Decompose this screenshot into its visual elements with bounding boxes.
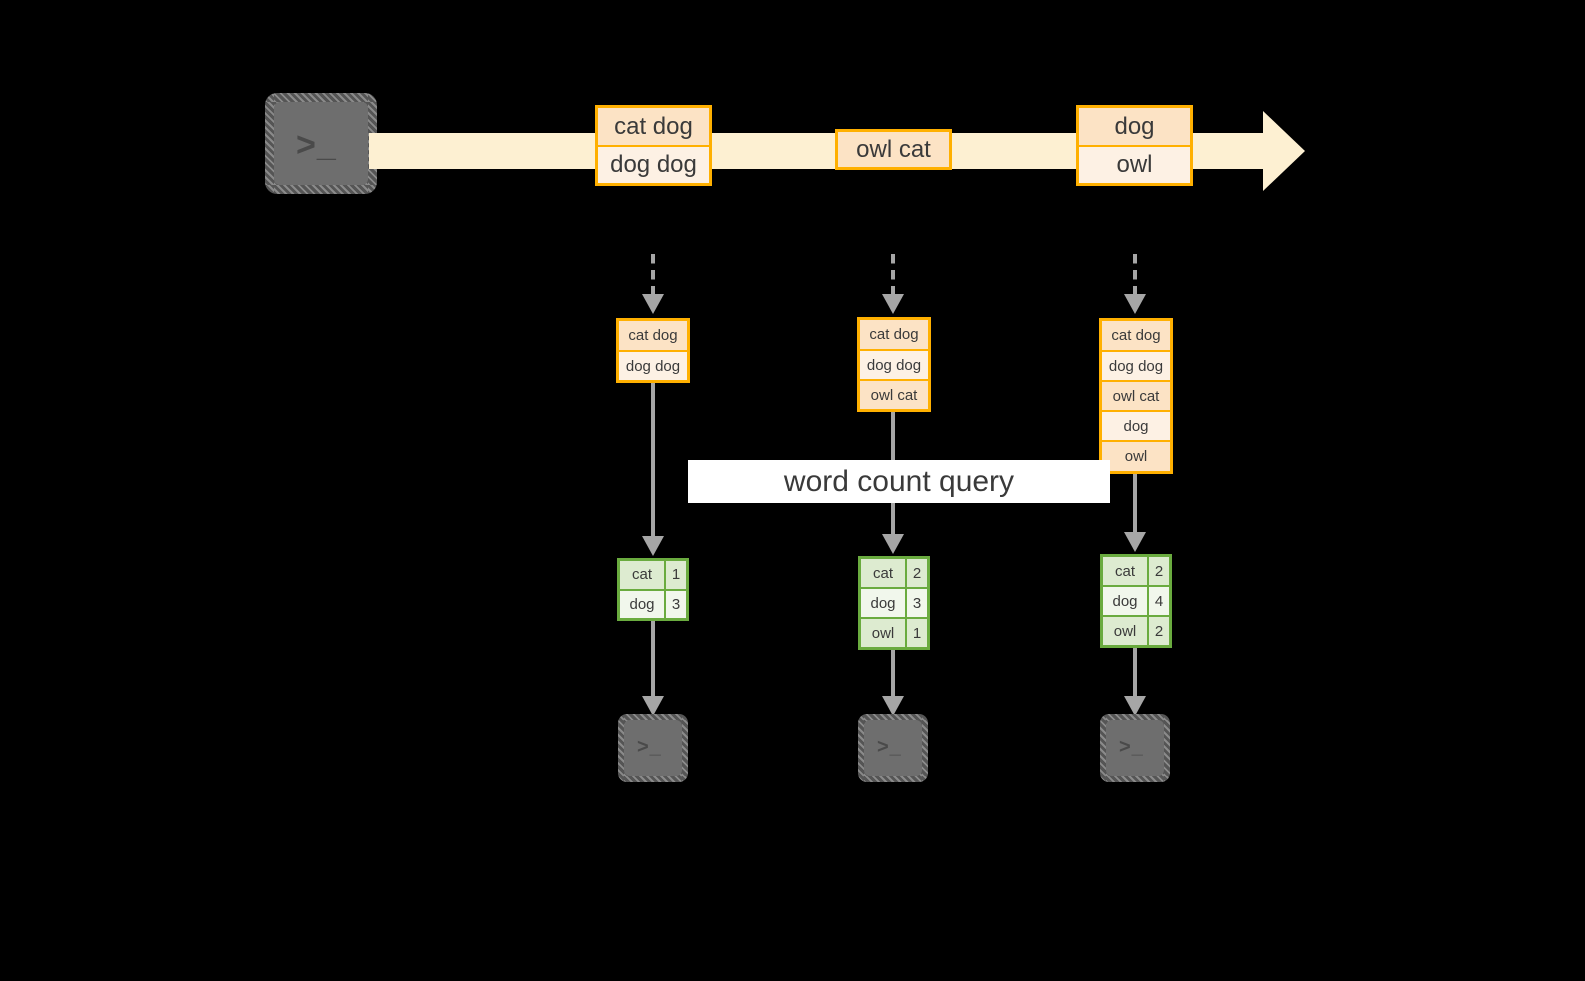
result-count: 1 [907,619,927,647]
snapshot-input-line: dog dog [860,349,928,379]
terminal-prompt-glyph: >_ [1119,736,1144,758]
query-label-banner: word count query [688,460,1110,503]
snapshot-1-sink-arrowhead [642,696,664,716]
snapshot-input-line: dog dog [1102,350,1170,380]
table-row: dog 4 [1103,585,1169,615]
result-count: 2 [1149,557,1169,585]
result-word: owl [1103,617,1149,645]
stream-line: dog dog [598,145,709,183]
snapshot-2-result-table: cat 2 dog 3 owl 1 [858,556,930,650]
table-row: owl 1 [861,617,927,647]
stream-group-1: cat dog dog dog [595,105,712,186]
snapshot-input-line: owl cat [860,379,928,409]
result-word: cat [620,561,666,589]
snapshot-input-line: cat dog [1102,321,1170,350]
result-count: 4 [1149,587,1169,615]
terminal-prompt-glyph: >_ [877,736,902,758]
snapshot-input-line: owl cat [1102,380,1170,410]
table-row: cat 1 [620,561,686,589]
snapshot-2-sink-terminal-icon: >_ [858,714,928,782]
snapshot-1-capture-arrowhead [642,294,664,314]
terminal-prompt-glyph: >_ [296,126,337,164]
snapshot-1-sink-terminal-icon: >_ [618,714,688,782]
snapshot-input-line: dog dog [619,350,687,380]
result-count: 2 [1149,617,1169,645]
stream-line: owl [1079,145,1190,183]
stream-group-3: dog owl [1076,105,1193,186]
snapshot-1-sink-line [651,621,655,699]
snapshot-2-sink-arrowhead [882,696,904,716]
snapshot-1-input-box: cat dog dog dog [616,318,690,383]
table-row: cat 2 [1103,557,1169,585]
source-terminal-icon: >_ [265,93,377,194]
stream-line: owl cat [838,132,949,167]
snapshot-input-line: cat dog [619,321,687,350]
snapshot-input-line: cat dog [860,320,928,349]
snapshot-1-query-arrowhead [642,536,664,556]
result-count: 2 [907,559,927,587]
result-word: dog [861,589,907,617]
snapshot-3-query-line [1133,474,1137,534]
snapshot-1-query-line [651,383,655,538]
terminal-screen [1106,720,1164,776]
snapshot-3-input-box: cat dog dog dog owl cat dog owl [1099,318,1173,474]
snapshot-2-input-box: cat dog dog dog owl cat [857,317,931,412]
snapshot-3-result-table: cat 2 dog 4 owl 2 [1100,554,1172,648]
snapshot-3-capture-line [1133,254,1137,296]
terminal-screen [864,720,922,776]
snapshot-input-line: dog [1102,410,1170,440]
table-row: dog 3 [861,587,927,617]
snapshot-1-capture-line [651,254,655,296]
table-row: owl 2 [1103,615,1169,645]
snapshot-3-sink-arrowhead [1124,696,1146,716]
snapshot-2-query-arrowhead [882,534,904,554]
result-word: cat [1103,557,1149,585]
snapshot-3-sink-line [1133,648,1137,699]
terminal-screen [274,102,368,185]
snapshot-2-capture-arrowhead [882,294,904,314]
result-word: dog [1103,587,1149,615]
snapshot-1-result-table: cat 1 dog 3 [617,558,689,621]
snapshot-3-query-arrowhead [1124,532,1146,552]
result-word: cat [861,559,907,587]
result-word: owl [861,619,907,647]
snapshot-2-capture-line [891,254,895,296]
stream-line: dog [1079,108,1190,145]
result-count: 1 [666,561,686,589]
snapshot-3-capture-arrowhead [1124,294,1146,314]
stream-group-2: owl cat [835,129,952,170]
table-row: cat 2 [861,559,927,587]
snapshot-2-sink-line [891,650,895,699]
result-count: 3 [907,589,927,617]
result-count: 3 [666,590,686,618]
result-word: dog [620,590,666,618]
terminal-prompt-glyph: >_ [637,736,662,758]
snapshot-3-sink-terminal-icon: >_ [1100,714,1170,782]
snapshot-input-line: owl [1102,440,1170,471]
stream-line: cat dog [598,108,709,145]
terminal-screen [624,720,682,776]
stream-ribbon-arrowhead [1263,111,1305,191]
table-row: dog 3 [620,588,686,618]
